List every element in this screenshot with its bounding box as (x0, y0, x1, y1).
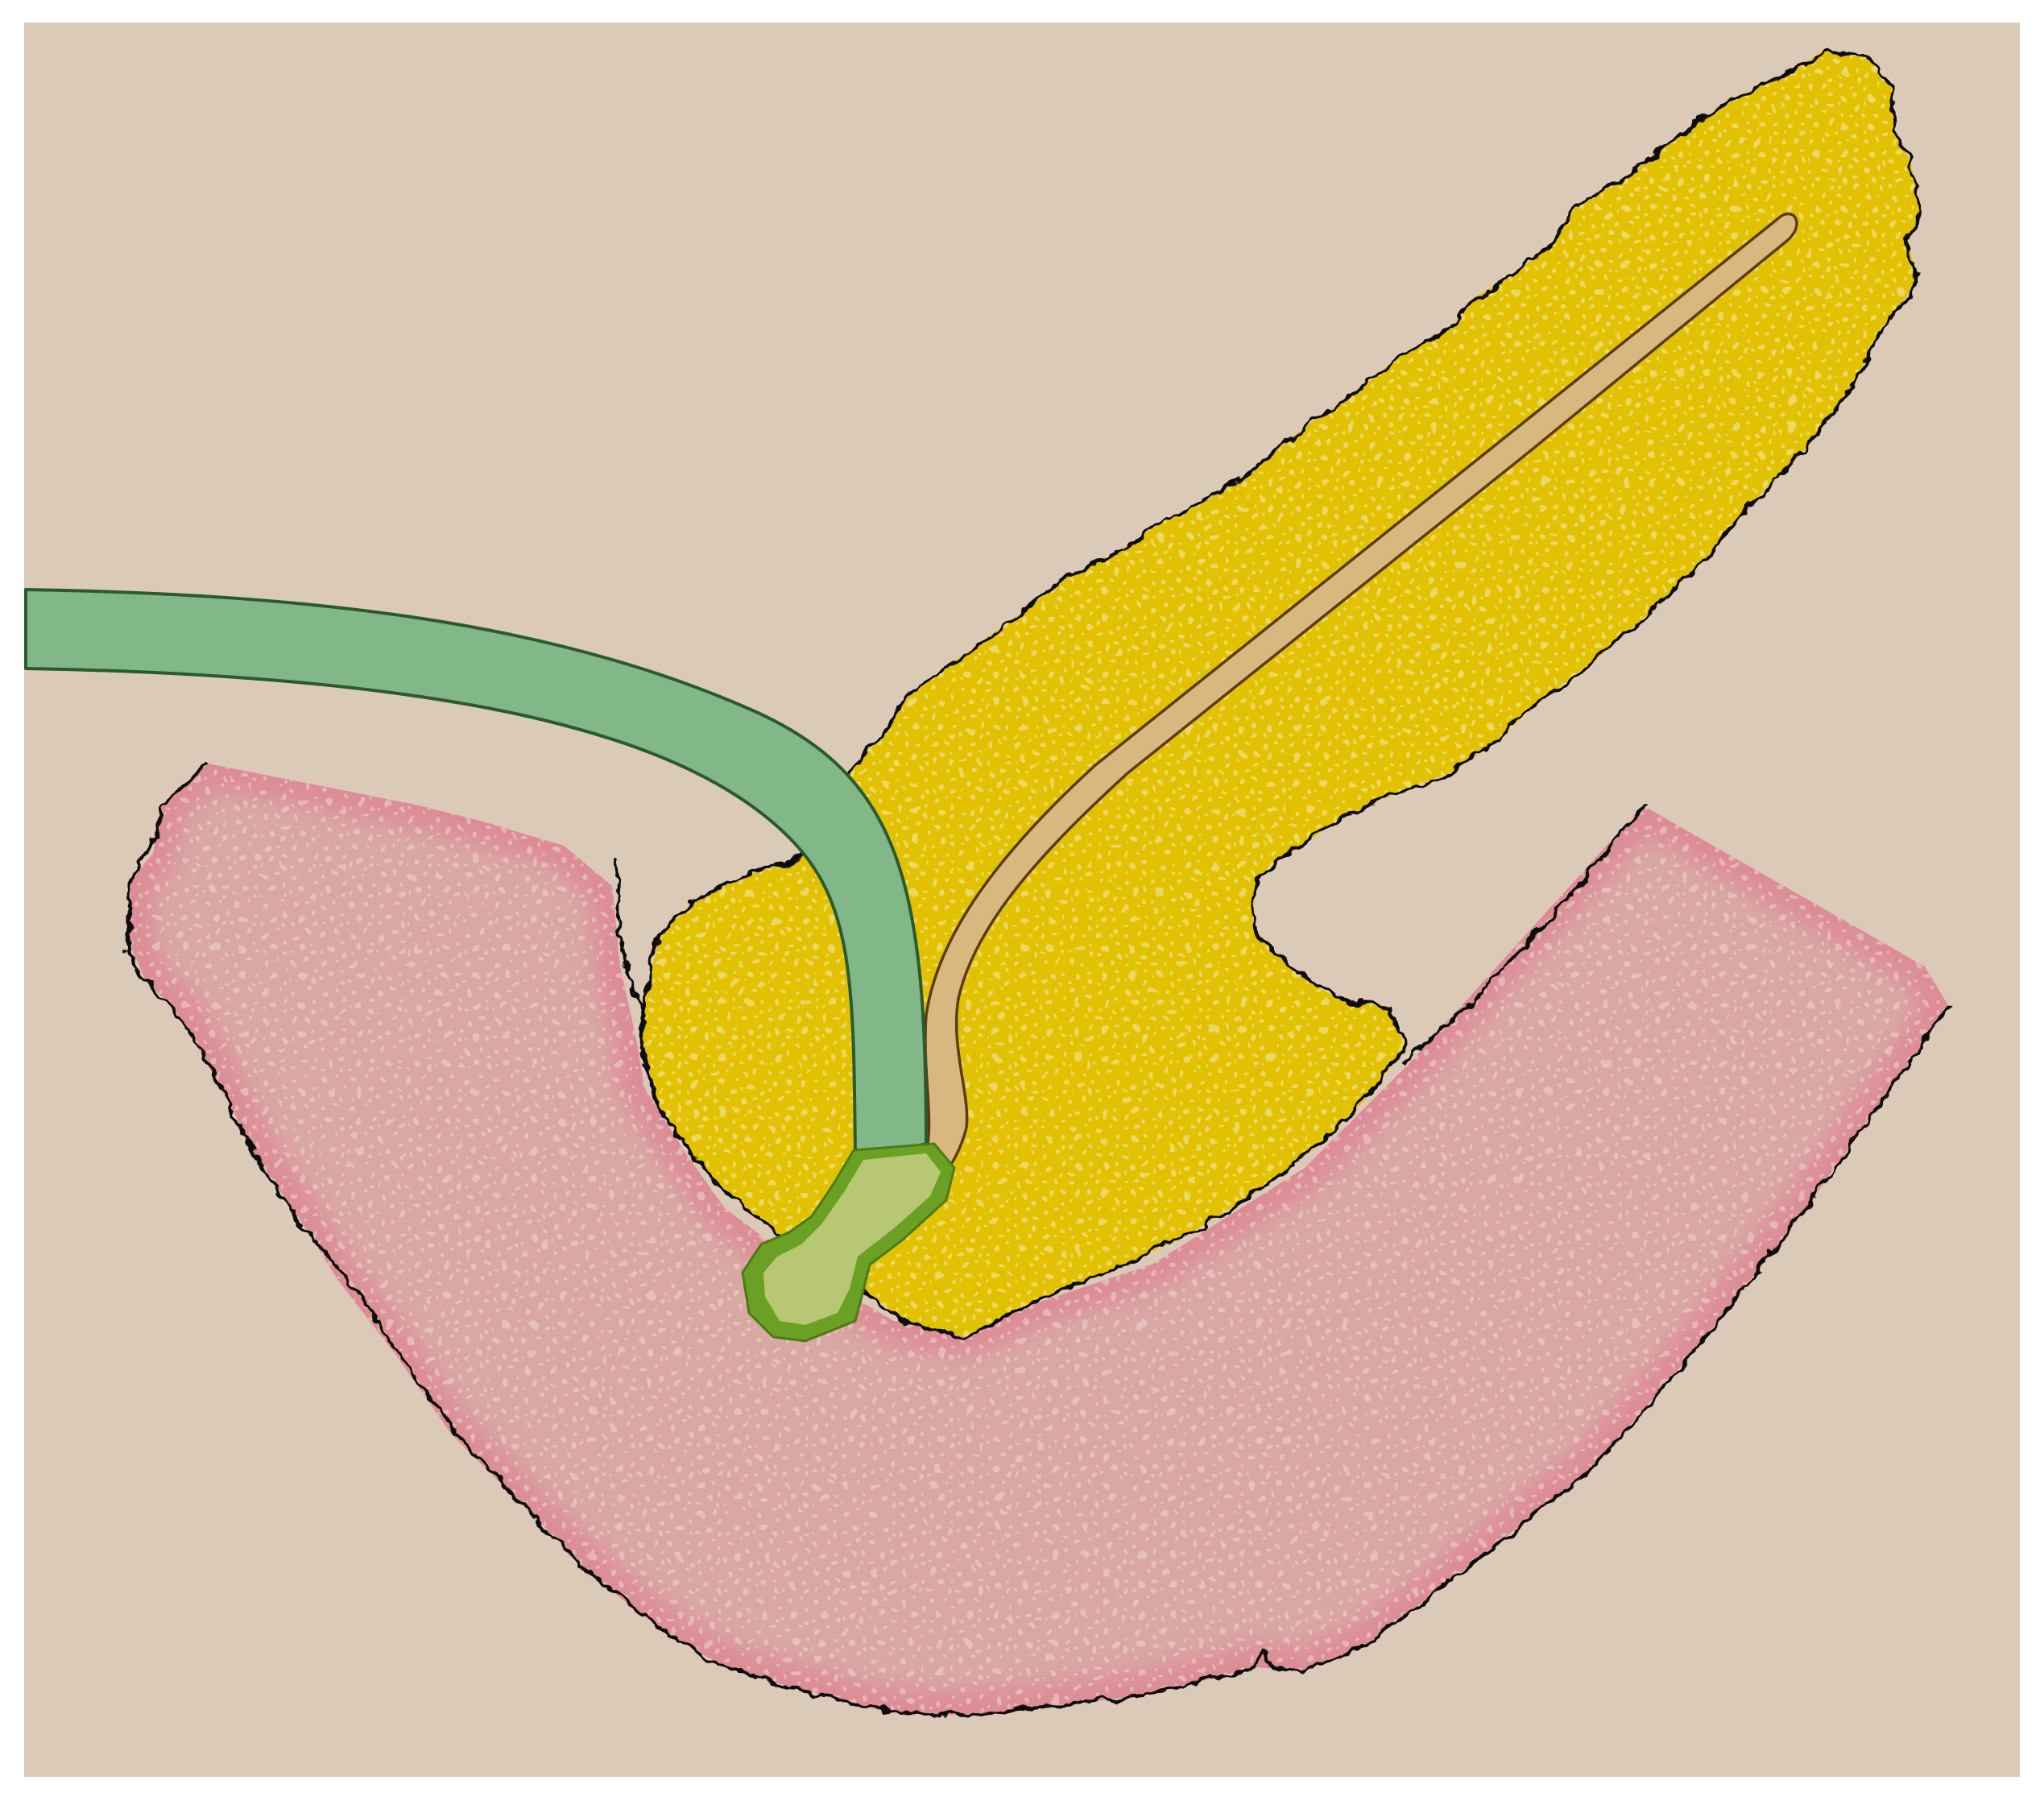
anatomy-diagram (0, 0, 2044, 1805)
